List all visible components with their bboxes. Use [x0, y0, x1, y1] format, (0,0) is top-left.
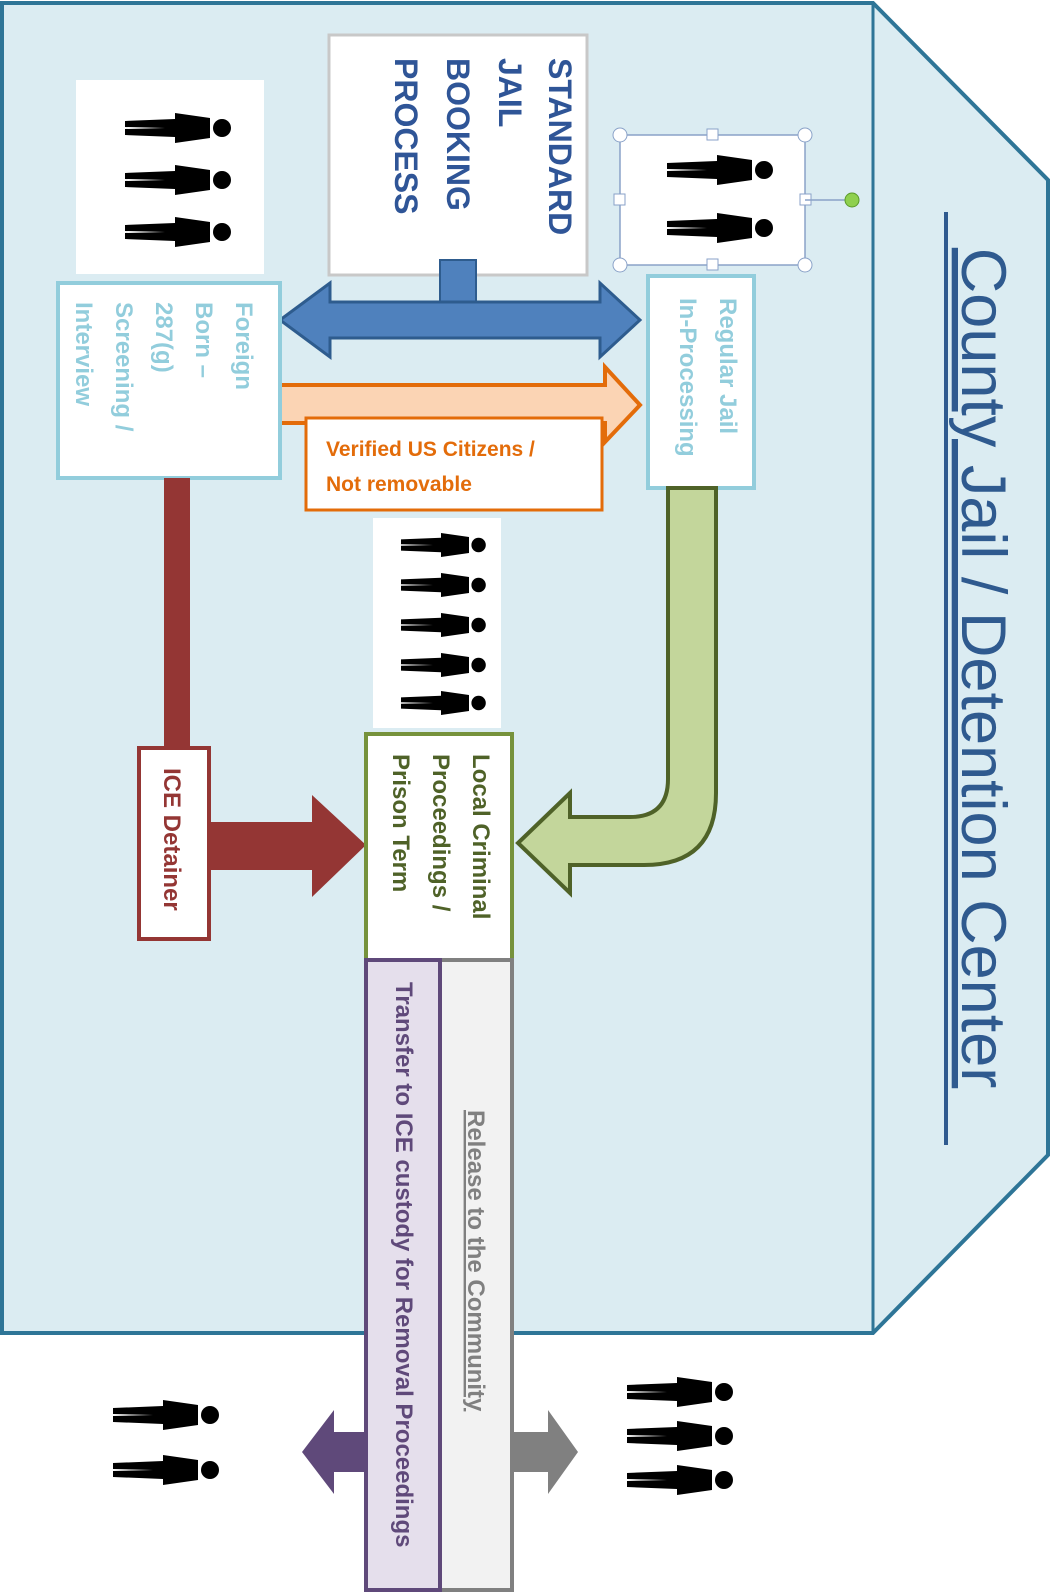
verified-citizens-box	[304, 416, 604, 512]
booking-line-4: PROCESS	[388, 58, 424, 214]
verified-citizens-line-2: Not removable	[326, 473, 472, 496]
regular-jail-line-1: Regular Jail	[714, 298, 741, 434]
transfer-box	[364, 958, 442, 1592]
regular-jail-box	[646, 274, 756, 490]
gray-release-arrow	[512, 1410, 578, 1494]
local-criminal-line-2: Proceedings /	[427, 754, 454, 912]
ice-detainer-label: ICE Detainer	[158, 768, 185, 911]
people-silhouette-group-bottomright	[590, 1360, 748, 1510]
green-bent-arrow	[515, 486, 718, 898]
diagram-title: County Jail / Detention Center	[948, 248, 1018, 1088]
ice-detainer-connector	[164, 478, 190, 748]
foreign-born-line-5: Interview	[70, 302, 97, 406]
booking-line-2: JAIL	[492, 58, 528, 127]
booking-connector	[439, 259, 477, 306]
local-criminal-text: Local Criminal Proceedings / Prison Term	[387, 754, 494, 926]
rotate-handle[interactable]	[844, 192, 860, 208]
regular-jail-text: Regular Jail In-Processing	[674, 298, 741, 457]
purple-transfer-arrow	[302, 1410, 366, 1494]
booking-process-box	[327, 33, 589, 277]
foreign-born-line-1: Foreign	[230, 302, 257, 390]
red-arrow	[209, 795, 366, 897]
release-label: Release to the Community	[462, 1110, 489, 1412]
foreign-born-screening-box	[56, 281, 282, 480]
booking-line-3: BOOKING	[440, 58, 476, 211]
booking-process-text: STANDARD JAIL BOOKING PROCESS	[388, 58, 578, 244]
people-silhouette-group-center	[373, 518, 501, 728]
regular-jail-line-2: In-Processing	[674, 298, 701, 457]
people-silhouette-group-bottomleft	[64, 1380, 242, 1505]
foreign-born-line-4: Screening /	[110, 302, 137, 432]
people-silhouette-group-topleft	[76, 80, 264, 274]
local-criminal-line-3: Prison Term	[387, 754, 414, 892]
foreign-born-line-3: 287(g)	[150, 302, 177, 373]
foreign-born-line-2: Born –	[190, 302, 217, 378]
verified-citizens-line-1: Verified US Citizens /	[326, 438, 535, 461]
transfer-label: Transfer to ICE custody for Removal Proc…	[390, 982, 417, 1547]
local-criminal-box	[364, 732, 514, 962]
local-criminal-line-1: Local Criminal	[467, 754, 494, 919]
booking-line-1: STANDARD	[542, 58, 578, 235]
foreign-born-screening-text: Foreign Born – 287(g) Screening / Interv…	[70, 302, 257, 438]
blue-double-arrow	[277, 279, 643, 361]
people-silhouette-group-selected	[612, 127, 860, 273]
